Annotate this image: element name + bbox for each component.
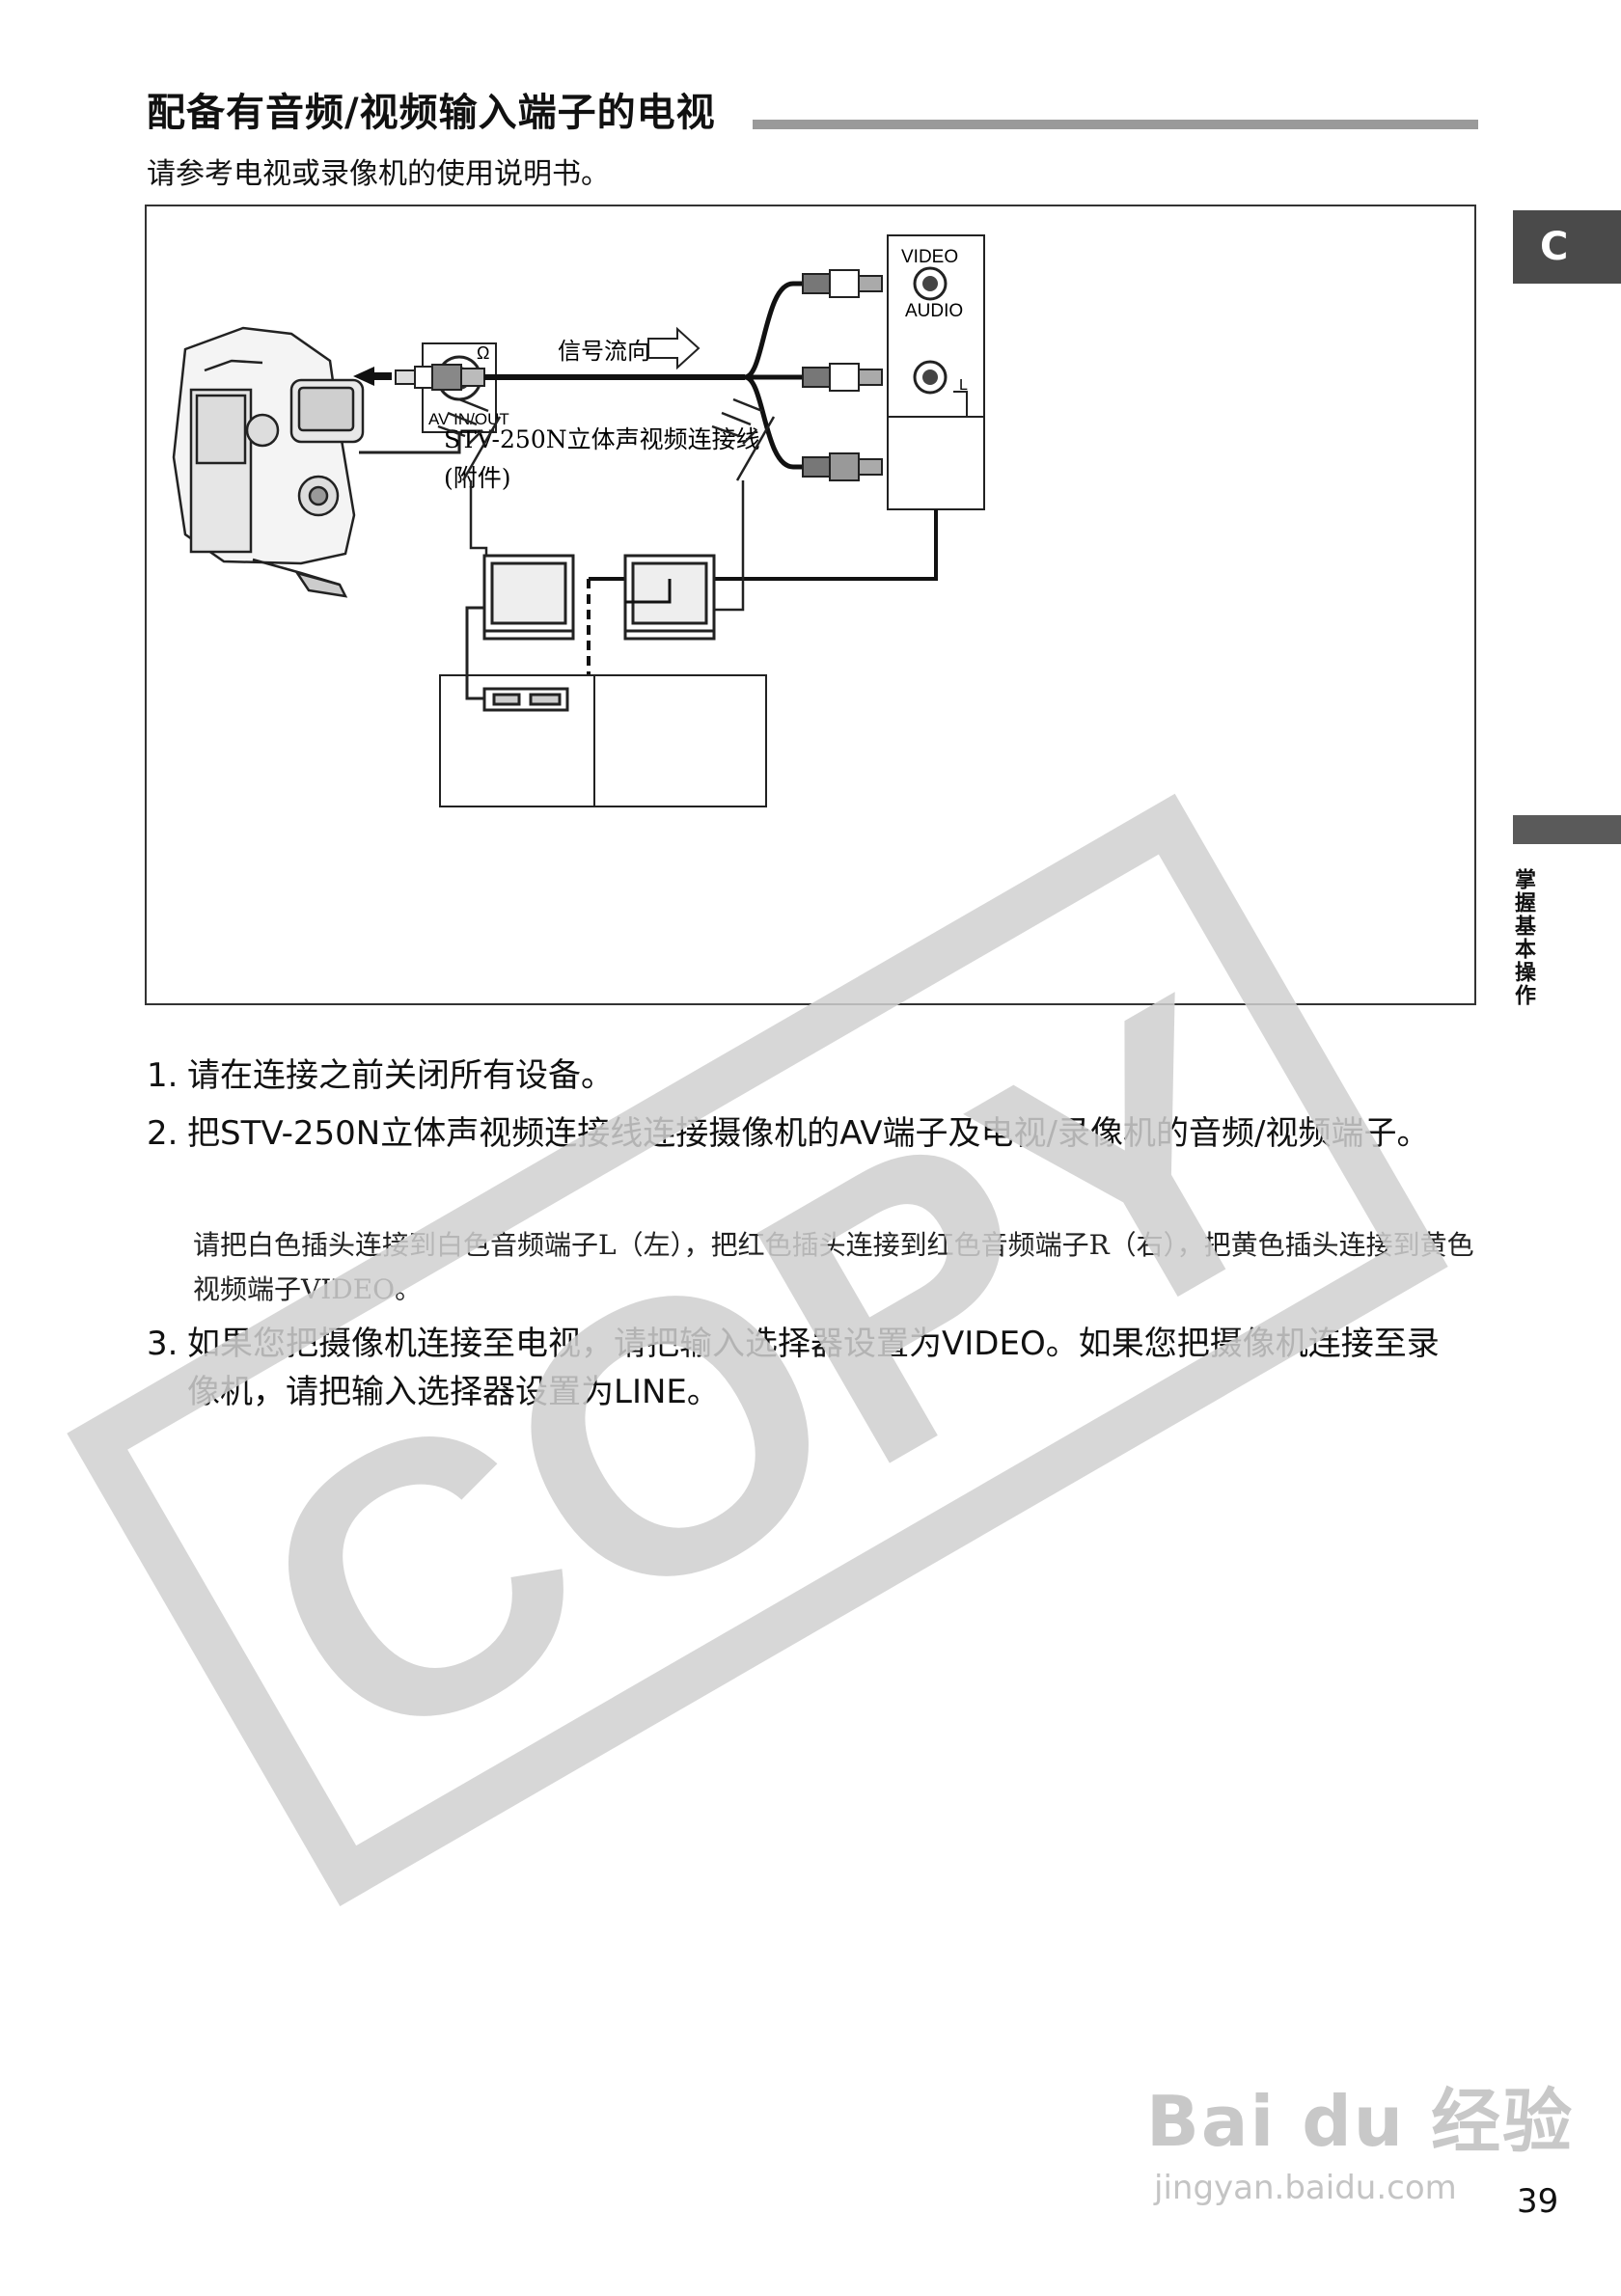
vcr-icon (482, 687, 569, 712)
step-number: 1. (147, 1056, 179, 1095)
step-number: 3. (147, 1325, 179, 1363)
video-label: VIDEO (901, 247, 958, 267)
cable-note: (附件) (444, 464, 511, 492)
step-text: 把STV-250N立体声视频连接线连接摄像机的AV端子及电视/录像机的音频/视频… (187, 1114, 1430, 1153)
section-label: 掌握基本操作 (1511, 868, 1535, 1007)
audio-label: AUDIO (905, 301, 963, 321)
rca-plug-video (802, 269, 883, 298)
step-2: 2.把STV-250N立体声视频连接线连接摄像机的AV端子及电视/录像机的音频/… (147, 1109, 1461, 1158)
left-label: L (959, 377, 968, 394)
cable-name: STV-250N立体声视频连接线 (444, 425, 760, 453)
section-tab-bar (1513, 815, 1621, 844)
signal-flow-arrow (647, 326, 701, 370)
baidu-url[interactable]: jingyan.baidu.com (1154, 2169, 1457, 2207)
step-text: 请在连接之前关闭所有设备。 (187, 1056, 614, 1095)
title-rule (753, 120, 1478, 129)
step-1: 1.请在连接之前关闭所有设备。 (147, 1052, 1519, 1100)
step-2-note: 请把白色插头连接到白色音频端子L（左），把红色插头连接到红色音频端子R（右），把… (193, 1229, 1474, 1305)
page-subtitle: 请参考电视或录像机的使用说明书。 (147, 157, 610, 191)
camcorder-illustration (172, 326, 365, 598)
page-number: 39 (1517, 2182, 1559, 2221)
av-port-label: AV IN/OUT (428, 410, 509, 428)
diagram-svg: Ω AV IN/OUT (172, 234, 985, 807)
rca-plug-audio-right (802, 452, 883, 481)
connection-diagram: Ω AV IN/OUT (145, 205, 1476, 1005)
signal-flow-label: 信号流向 (558, 338, 650, 365)
arrow-camera (353, 367, 374, 386)
tv-scene-box (593, 674, 767, 807)
step-3: 3.如果您把摄像机连接至电视，请把输入选择器设置为VIDEO。如果您把摄像机连接… (147, 1320, 1461, 1416)
stereo-mini-plug (395, 364, 485, 391)
headphone-icon: Ω (477, 343, 489, 363)
chapter-tab[interactable]: C (1513, 210, 1621, 284)
page-title: 配备有音频/视频输入端子的电视 (147, 91, 716, 135)
baidu-logo: Bai du 经验 (1146, 2081, 1575, 2162)
rca-plug-audio-left (802, 363, 883, 392)
antenna-right-icon (711, 397, 776, 612)
tv-right-icon (623, 554, 716, 641)
camera-cable (359, 432, 461, 454)
step-number: 2. (147, 1114, 179, 1153)
tv-left-icon (482, 554, 575, 641)
step-text: 如果您把摄像机连接至电视，请把输入选择器设置为VIDEO。如果您把摄像机连接至录… (187, 1325, 1440, 1411)
